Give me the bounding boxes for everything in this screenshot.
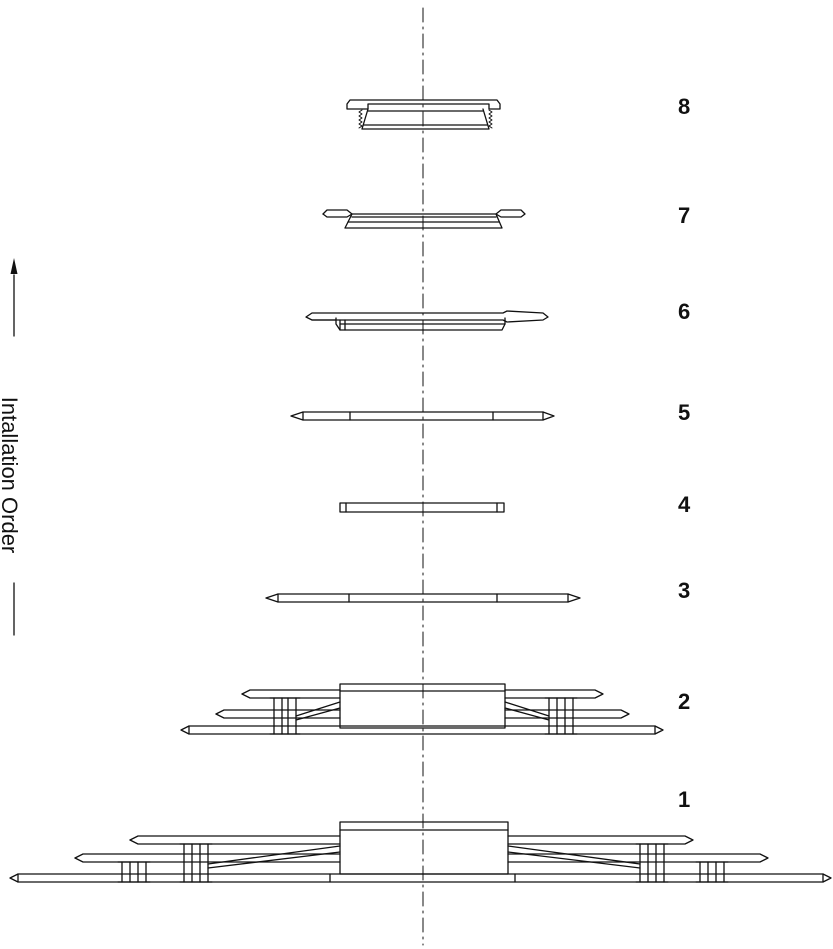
part-4-small-ring [339, 502, 505, 513]
part-1-base-housing [9, 821, 832, 883]
part-number-label: 4 [678, 492, 691, 517]
part-5-thin-disc [290, 411, 555, 421]
part-3-thin-disc [265, 593, 581, 603]
part-2-housing [180, 683, 664, 735]
part-number-label: 5 [678, 400, 691, 425]
part-number-label: 2 [678, 689, 691, 714]
part-6-flanged-ring [305, 310, 549, 331]
part-number-label: 1 [678, 787, 691, 812]
part-number-label: 6 [678, 299, 691, 324]
installation-order-label: Intallation Order [0, 396, 22, 554]
part-8-threaded-cap [346, 99, 501, 130]
part-number-label: 3 [678, 578, 691, 603]
installation-order-arrow [10, 258, 18, 636]
part-number-label: 7 [678, 203, 691, 228]
part-number-label: 8 [678, 94, 691, 119]
part-7-flanged-ring [322, 209, 526, 229]
